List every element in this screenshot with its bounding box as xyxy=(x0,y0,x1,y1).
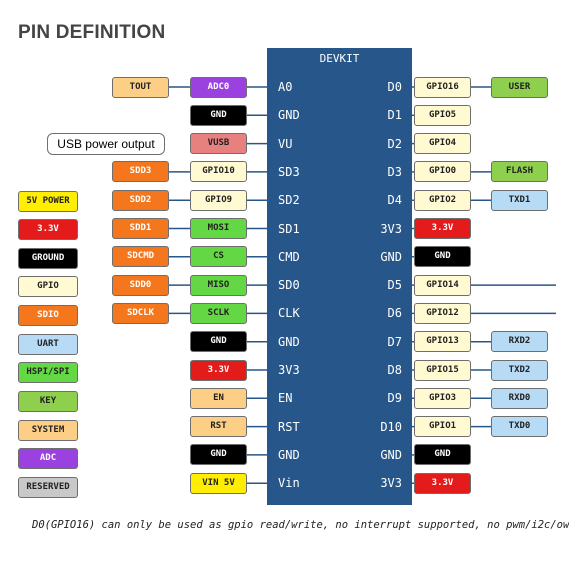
pin-label-left: GND xyxy=(278,334,300,349)
right-inner-tag: 3.3V xyxy=(414,218,471,239)
right-outer-tag: TXD2 xyxy=(491,359,548,381)
pin-label-right: D9 xyxy=(387,391,402,406)
right-outer-tag: TXD0 xyxy=(491,416,548,438)
left-inner-tag: CS xyxy=(190,246,247,268)
left-outer-tag: SDD2 xyxy=(112,189,169,211)
pin-label-left: RST xyxy=(278,419,300,434)
legend-uart: UART xyxy=(18,333,78,355)
pin-label-left: SD0 xyxy=(278,278,300,293)
board-title: DEVKIT xyxy=(319,52,360,65)
pin-label-left: CMD xyxy=(278,249,300,264)
left-inner-tag: EN xyxy=(190,387,247,409)
legend-v33: 3.3V xyxy=(18,219,78,241)
left-inner-tag: MISO xyxy=(190,274,247,296)
pin-label-right: D5 xyxy=(387,278,402,293)
pin-label-left: CLK xyxy=(278,306,300,321)
usb-output-label: USB power output xyxy=(47,133,165,156)
right-outer-tag: RXD2 xyxy=(491,331,548,353)
left-outer-tag: SDCLK xyxy=(112,302,169,324)
left-inner-tag: GND xyxy=(190,444,247,466)
right-inner-tag: GPIO2 xyxy=(414,189,471,211)
legend-sdio: SDIO xyxy=(18,305,78,327)
right-inner-tag: GPIO0 xyxy=(414,161,471,183)
right-outer-tag: FLASH xyxy=(491,161,548,183)
right-inner-tag: GPIO14 xyxy=(414,274,471,296)
pin-label-left: VU xyxy=(278,136,293,151)
pin-label-right: GND xyxy=(380,447,402,462)
pin-label-left: A0 xyxy=(278,80,293,94)
left-outer-tag: SDD1 xyxy=(112,218,169,239)
pin-label-left: GND xyxy=(278,447,300,462)
pin-label-left: Vin xyxy=(278,476,300,491)
right-outer-tag: TXD1 xyxy=(491,189,548,211)
right-inner-tag: GPIO12 xyxy=(414,302,471,324)
left-outer-tag: SDD3 xyxy=(112,161,169,183)
right-inner-tag: GPIO16 xyxy=(414,76,471,98)
left-inner-tag: 3.3V xyxy=(190,359,247,381)
left-inner-tag: GND xyxy=(190,104,247,126)
legend-sys: SYSTEM xyxy=(18,419,78,441)
pin-label-right: D1 xyxy=(387,108,402,123)
pin-label-left: GND xyxy=(278,108,300,123)
right-outer-tag: RXD0 xyxy=(491,387,548,409)
pin-label-left: EN xyxy=(278,391,293,406)
legend-gpio: GPIO xyxy=(18,276,78,298)
pin-label-right: D6 xyxy=(387,306,402,321)
pin-label-right: D2 xyxy=(387,136,402,151)
left-inner-tag: SCLK xyxy=(190,302,247,324)
pin-label-right: D0 xyxy=(387,80,402,94)
pin-label-right: D10 xyxy=(380,419,402,434)
pin-label-right: 3V3 xyxy=(380,476,402,491)
legend-key: KEY xyxy=(18,391,78,413)
legend-hspi: HSPI/SPI xyxy=(18,362,78,384)
legend-gnd: GROUND xyxy=(18,247,78,269)
pin-label-left: SD1 xyxy=(278,221,300,236)
pin-label-right: D4 xyxy=(387,193,402,208)
right-inner-tag: GPIO1 xyxy=(414,416,471,438)
right-inner-tag: GPIO4 xyxy=(414,133,471,155)
pin-label-right: D3 xyxy=(387,164,402,179)
legend-5v: 5V POWER xyxy=(18,190,78,212)
right-outer-tag: USER xyxy=(491,76,548,98)
left-inner-tag: VIN 5V xyxy=(190,472,247,494)
right-inner-tag: GND xyxy=(414,246,471,268)
pin-label-right: D8 xyxy=(387,363,402,377)
right-inner-tag: GPIO3 xyxy=(414,387,471,409)
page-title: PIN DEFINITION xyxy=(18,22,166,43)
left-inner-tag: GPIO9 xyxy=(190,189,247,211)
pin-label-right: 3V3 xyxy=(380,221,402,236)
pin-label-right: D7 xyxy=(387,334,402,349)
left-inner-tag: ADC0 xyxy=(190,76,247,98)
pin-label-right: GND xyxy=(380,249,402,264)
left-inner-tag: GND xyxy=(190,331,247,353)
legend-res: RESERVED xyxy=(18,477,78,498)
left-inner-tag: GPIO10 xyxy=(190,161,247,183)
left-outer-tag: SDD0 xyxy=(112,274,169,296)
devkit-board xyxy=(267,48,412,505)
left-inner-tag: MOSI xyxy=(190,218,247,239)
legend-adc: ADC xyxy=(18,448,78,470)
left-outer-tag: TOUT xyxy=(112,76,169,98)
footnote: D0(GPIO16) can only be used as gpio read… xyxy=(32,519,569,531)
right-inner-tag: GPIO13 xyxy=(414,331,471,353)
pin-label-left: 3V3 xyxy=(278,363,300,377)
left-outer-tag: SDCMD xyxy=(112,246,169,268)
left-inner-tag: VUSB xyxy=(190,133,247,155)
right-inner-tag: GND xyxy=(414,444,471,466)
pin-label-left: SD3 xyxy=(278,164,300,179)
right-inner-tag: 3.3V xyxy=(414,472,471,494)
left-inner-tag: RST xyxy=(190,416,247,438)
right-inner-tag: GPIO15 xyxy=(414,359,471,381)
right-inner-tag: GPIO5 xyxy=(414,104,471,126)
pin-label-left: SD2 xyxy=(278,193,300,208)
